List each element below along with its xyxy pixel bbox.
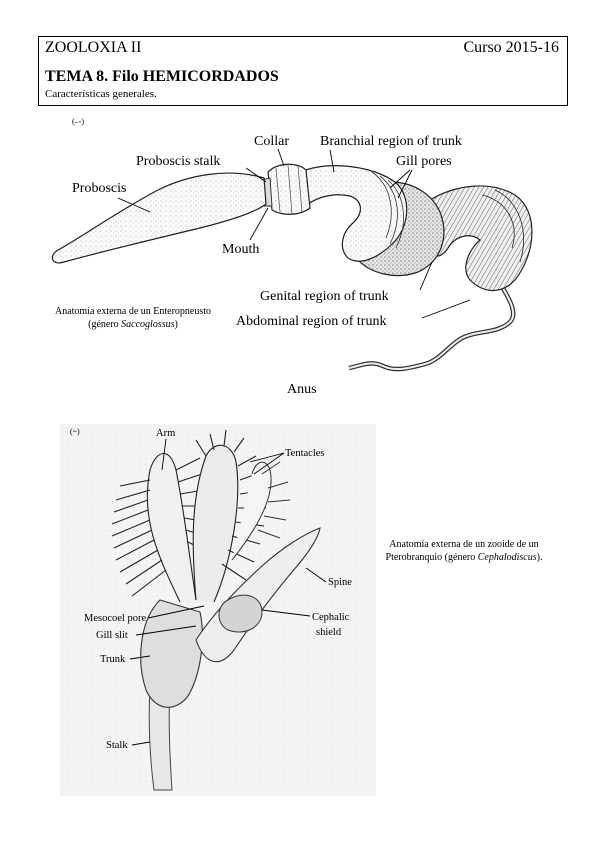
zooid-arm-left [111, 452, 213, 603]
label-abdominal-region: Abdominal region of trunk [236, 314, 386, 329]
topic-title: TEMA 8. Filo HEMICORDADOS [45, 68, 279, 85]
pterobranch-figure: (~) [60, 424, 376, 796]
label-collar: Collar [254, 134, 289, 149]
label-tentacles: Tentacles [285, 448, 325, 459]
label-spine: Spine [328, 577, 352, 588]
caption-enteropneust: Anatomía externa de un Enteropneusto (gé… [54, 306, 212, 330]
zooid-arm-right [192, 429, 267, 603]
label-mouth: Mouth [222, 242, 259, 257]
label-mesocoel-pore: Mesocoel pore [84, 613, 146, 624]
label-proboscis-stalk: Proboscis stalk [136, 154, 220, 169]
zooid-arm-back [231, 461, 291, 561]
genus-cephalodiscus: Cephalodiscus [477, 552, 537, 563]
worm-proboscis [51, 172, 267, 264]
label-genital-region: Genital region of trunk [260, 289, 389, 304]
course-year: Curso 2015-16 [463, 39, 559, 56]
genus-saccoglossus: Saccoglossus [121, 319, 175, 330]
label-anus: Anus [287, 382, 317, 397]
zooid-stalk [148, 689, 173, 791]
course-title: ZOOLOXIA II [45, 39, 142, 56]
svg-text:(~): (~) [70, 427, 80, 436]
enteropneust-figure: (–-) [51, 117, 533, 372]
enteropneust-labels: Collar Branchial region of trunk Probosc… [72, 134, 471, 397]
label-shield: shield [316, 627, 342, 638]
label-proboscis: Proboscis [72, 181, 126, 196]
label-branchial-region: Branchial region of trunk [320, 134, 462, 149]
topic-subtitle: Características generales. [45, 88, 157, 100]
pterobranch-labels: Arm Tentacles Spine Mesocoel pore Cephal… [84, 428, 352, 751]
label-gill-slit: Gill slit [96, 630, 128, 641]
label-cephalic: Cephalic [312, 612, 350, 623]
caption-pterobranch: Anatomía externa de un zooide de un Pter… [385, 539, 543, 563]
label-trunk: Trunk [100, 654, 126, 665]
header-box: ZOOLOXIA II Curso 2015-16 TEMA 8. Filo H… [38, 36, 568, 106]
worm-collar [267, 163, 311, 215]
worm-branchial-region [299, 165, 408, 262]
label-stalk: Stalk [106, 740, 128, 751]
label-arm: Arm [156, 428, 175, 439]
label-gill-pores: Gill pores [396, 154, 452, 169]
svg-text:(–-): (–-) [72, 117, 84, 126]
